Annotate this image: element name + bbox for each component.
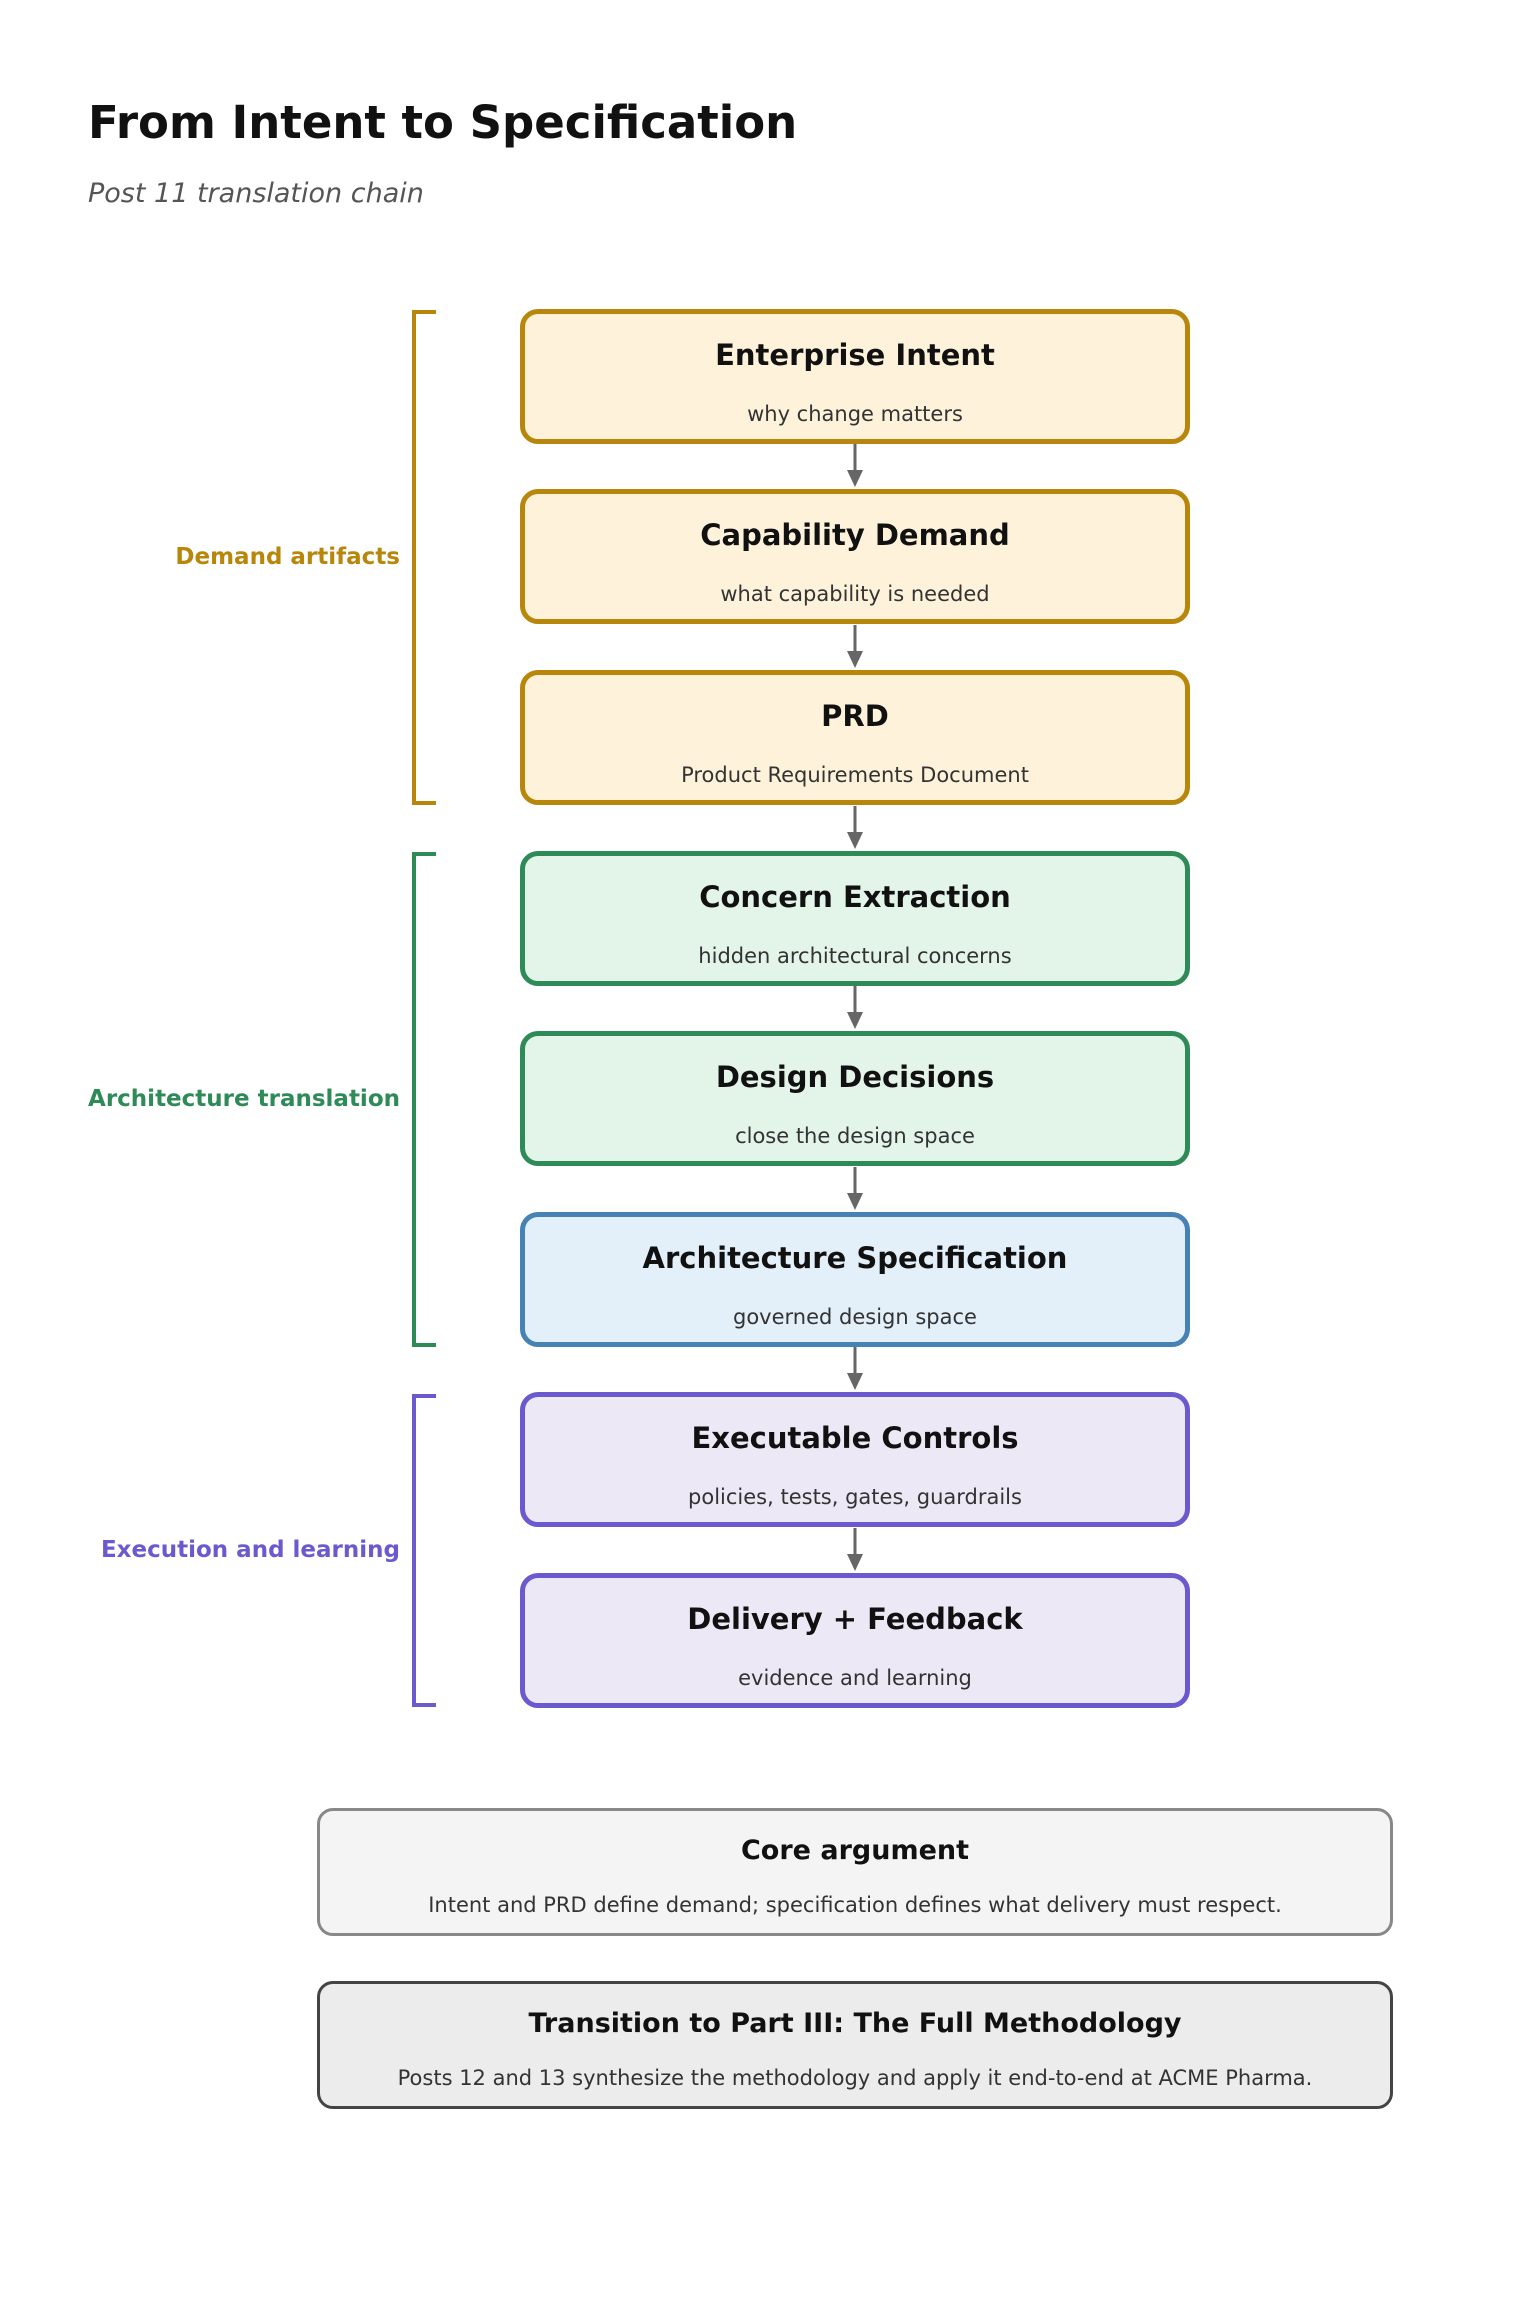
note-text: Posts 12 and 13 synthesize the methodolo… bbox=[397, 2066, 1313, 2090]
stage-description: Product Requirements Document bbox=[681, 763, 1029, 787]
stage-concern-extraction: Concern Extraction hidden architectural … bbox=[520, 851, 1190, 986]
bracket-execution-and-learning bbox=[412, 1394, 436, 1707]
stage-description: policies, tests, gates, guardrails bbox=[688, 1485, 1022, 1509]
stage-description: why change matters bbox=[747, 402, 963, 426]
group-label-execution-and-learning: Execution and learning bbox=[100, 1537, 400, 1563]
flow-arrow bbox=[847, 1347, 863, 1390]
flow-arrow bbox=[847, 1528, 863, 1571]
stage-name: Concern Extraction bbox=[699, 880, 1011, 914]
stage-architecture-specification: Architecture Specification governed desi… bbox=[520, 1212, 1190, 1347]
stage-enterprise-intent: Enterprise Intent why change matters bbox=[520, 309, 1190, 444]
bracket-demand-artifacts bbox=[412, 310, 436, 805]
stage-name: Delivery + Feedback bbox=[687, 1602, 1023, 1636]
stage-name: Capability Demand bbox=[700, 518, 1010, 552]
flow-arrow bbox=[847, 625, 863, 668]
stage-name: Enterprise Intent bbox=[715, 338, 995, 372]
flow-arrow bbox=[847, 1167, 863, 1210]
flow-arrow bbox=[847, 444, 863, 487]
diagram-title: From Intent to Specification bbox=[88, 96, 798, 149]
stage-capability-demand: Capability Demand what capability is nee… bbox=[520, 489, 1190, 624]
stage-delivery-feedback: Delivery + Feedback evidence and learnin… bbox=[520, 1573, 1190, 1708]
diagram-subtitle: Post 11 translation chain bbox=[88, 178, 424, 209]
stage-name: Executable Controls bbox=[691, 1421, 1019, 1455]
stage-name: Architecture Specification bbox=[642, 1241, 1068, 1275]
group-label-architecture-translation: Architecture translation bbox=[88, 1086, 400, 1112]
stage-prd: PRD Product Requirements Document bbox=[520, 670, 1190, 805]
note-core-argument: Core argument Intent and PRD define dema… bbox=[317, 1808, 1393, 1936]
bracket-architecture-translation bbox=[412, 852, 436, 1347]
flow-arrow bbox=[847, 986, 863, 1029]
note-text: Intent and PRD define demand; specificat… bbox=[428, 1893, 1282, 1917]
stage-executable-controls: Executable Controls policies, tests, gat… bbox=[520, 1392, 1190, 1527]
stage-description: governed design space bbox=[733, 1305, 977, 1329]
stage-description: evidence and learning bbox=[738, 1666, 972, 1690]
stage-description: what capability is needed bbox=[720, 582, 990, 606]
note-title: Transition to Part III: The Full Methodo… bbox=[528, 2008, 1182, 2039]
stage-name: Design Decisions bbox=[715, 1060, 995, 1094]
note-transition: Transition to Part III: The Full Methodo… bbox=[317, 1981, 1393, 2109]
stage-design-decisions: Design Decisions close the design space bbox=[520, 1031, 1190, 1166]
stage-name: PRD bbox=[821, 699, 889, 733]
note-title: Core argument bbox=[740, 1835, 970, 1866]
group-label-demand-artifacts: Demand artifacts bbox=[175, 544, 400, 570]
flow-arrow bbox=[847, 806, 863, 849]
stage-description: close the design space bbox=[735, 1124, 975, 1148]
stage-description: hidden architectural concerns bbox=[698, 944, 1012, 968]
